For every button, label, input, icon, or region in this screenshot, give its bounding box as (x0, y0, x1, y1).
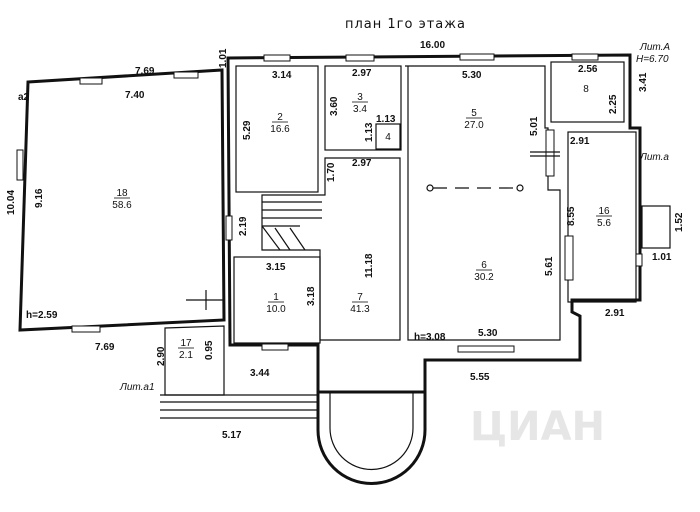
dim-r16-ext: 1.52 (674, 212, 685, 232)
dim-r3-small: 1.13 (376, 114, 396, 125)
dim-r8-right: 3.41 (638, 72, 649, 92)
lit-labels: Лит.А H=6.70 Лит.а Лит.а1 h=2.59 h=3.08 (26, 42, 670, 393)
room-5-number: 5 (471, 108, 477, 119)
stairs (261, 201, 322, 251)
dim-hall-width: 2.97 (352, 158, 372, 169)
room-7-area: 41.3 (350, 304, 370, 315)
dim-r16-width: 2.91 (570, 136, 590, 147)
dim-101: 1.01 (218, 48, 229, 68)
room-17-area: 2.1 (179, 350, 193, 361)
lit-a-small-label: Лит.а (639, 152, 669, 163)
dim-219: 2.19 (238, 216, 249, 236)
dim-344: 3.44 (250, 368, 270, 379)
room-4-number: 4 (385, 132, 391, 143)
dim-095: 0.95 (204, 340, 215, 360)
dim-r16-bottom: 2.91 (605, 308, 625, 319)
room-2-walls (235, 65, 319, 193)
dim-r18-height: 9.16 (34, 188, 45, 208)
lit-a1-label: Лит.а1 (119, 382, 155, 393)
bay-outer (316, 392, 427, 485)
dim-r1-height: 3.18 (306, 286, 317, 306)
lit-a-label: Лит.А (639, 42, 670, 53)
hall-7-walls (261, 157, 401, 341)
main-outline (226, 53, 642, 394)
room-3-number: 3 (357, 92, 363, 103)
watermark: ЦИАН (470, 404, 605, 450)
dim-top-overall: 16.00 (420, 40, 445, 51)
dim-r2-height: 5.29 (242, 120, 253, 140)
door-marks (186, 151, 560, 310)
dim-left-inner: 7.40 (125, 90, 145, 101)
room-2-number: 2 (277, 112, 283, 123)
lit-a-height: H=6.70 (636, 54, 669, 65)
dim-r1-width: 3.15 (266, 262, 286, 273)
room-1-number: 1 (273, 292, 279, 303)
dim-r6-height: 5.61 (544, 256, 555, 276)
room-18-number: 18 (116, 188, 128, 199)
dim-bottom-right: 5.55 (470, 372, 490, 383)
dim-r8-width: 2.56 (578, 64, 598, 75)
room-1-area: 10.0 (266, 304, 286, 315)
dim-r3-height: 3.60 (329, 96, 340, 116)
porch-steps (160, 394, 318, 419)
bay-inner (329, 392, 414, 471)
dim-r5-height: 5.01 (529, 116, 540, 136)
room-17-number: 17 (180, 338, 192, 349)
room-5-6-walls (405, 65, 561, 341)
dim-r2-width: 3.14 (272, 70, 292, 81)
room-16-number: 16 (598, 206, 610, 217)
room-5-area: 27.0 (464, 120, 484, 131)
dim-r16-ext-w: 1.01 (652, 252, 672, 263)
dim-left-height: 10.04 (6, 190, 17, 215)
room-3-area: 3.4 (353, 104, 367, 115)
room-17-walls (164, 325, 225, 396)
walls (18, 53, 671, 485)
dim-170: 1.70 (326, 162, 337, 182)
dimensions: 16.00 7.69 7.40 a2 10.04 9.16 1.01 7.69 … (6, 40, 685, 441)
dim-r3-small-v: 1.13 (364, 122, 375, 142)
room-labels: 1858.6216.633.44527.08165.6110.0741.3630… (112, 84, 612, 361)
room-16-extension (641, 205, 671, 249)
dim-a2: a2 (18, 92, 30, 103)
dim-left-top: 7.69 (135, 66, 155, 77)
room-6-area: 30.2 (474, 272, 494, 283)
dim-r6-width: 5.30 (478, 328, 498, 339)
dim-517: 5.17 (222, 430, 242, 441)
room-7-number: 7 (357, 292, 363, 303)
room-8-walls (550, 61, 625, 123)
dim-r3-width: 2.97 (352, 68, 372, 79)
dim-r8-height: 2.25 (608, 94, 619, 114)
windows (16, 53, 643, 353)
room-4-walls (375, 123, 401, 150)
room-2-area: 16.6 (270, 124, 290, 135)
room-8-number: 8 (583, 84, 589, 95)
dim-r16-height: 8.55 (566, 206, 577, 226)
room-3-walls (324, 65, 402, 151)
h-right: h=3.08 (414, 332, 446, 343)
room-6-number: 6 (481, 260, 487, 271)
dim-r17-height: 2.90 (156, 346, 167, 366)
h-left: h=2.59 (26, 310, 58, 321)
dim-hall-height: 11.18 (364, 253, 375, 278)
room-1-walls (233, 256, 321, 344)
room-18-area: 58.6 (112, 200, 132, 211)
room-18-walls (18, 68, 226, 332)
plan-title: план 1го этажа (345, 17, 466, 32)
dim-left-bottom: 7.69 (95, 342, 115, 353)
dim-r5-width: 5.30 (462, 70, 482, 81)
room-16-walls (567, 131, 637, 303)
room-16-area: 5.6 (597, 218, 611, 229)
